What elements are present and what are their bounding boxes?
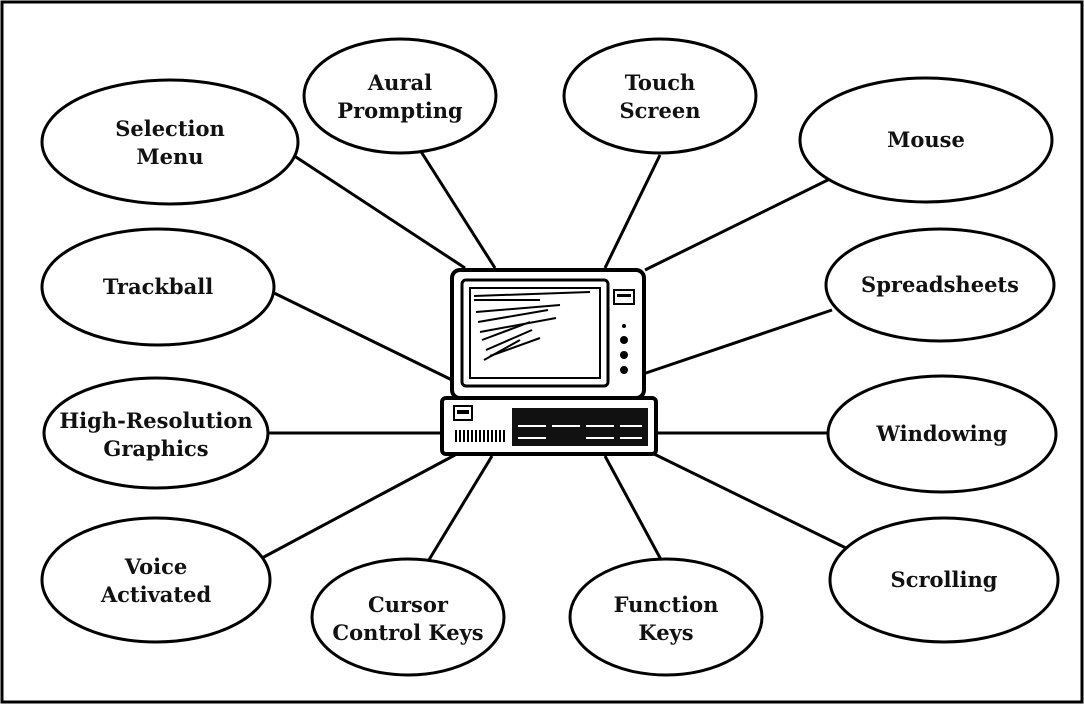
label-touch-screen-line2: Screen	[619, 98, 700, 123]
label-voice-activated-line2: Activated	[100, 582, 212, 607]
connector-spreadsheets	[639, 308, 833, 377]
label-windowing: Windowing	[875, 421, 1007, 446]
ellipse-selection-menu	[40, 78, 300, 206]
label-selection-menu-line2: Menu	[136, 144, 203, 169]
label-high-resolution-graphics-line1: High-Resolution	[59, 408, 252, 433]
ellipse-function-keys	[568, 557, 764, 677]
label-spreadsheets: Spreadsheets	[861, 272, 1019, 297]
ellipse-scrolling	[828, 516, 1060, 644]
ellipse-mouse	[798, 76, 1054, 204]
connector-trackball	[271, 290, 453, 382]
connector-mouse	[644, 168, 849, 272]
node-ellipses	[40, 37, 1060, 677]
label-cursor-control-keys-line1: Cursor	[368, 592, 449, 617]
label-voice-activated-line1: Voice	[124, 554, 188, 579]
label-trackball: Trackball	[103, 274, 213, 299]
label-aural-prompting-line1: Aural	[367, 70, 432, 95]
ellipse-high-resolution-graphics	[42, 376, 270, 490]
ellipse-aural-prompting	[302, 37, 498, 155]
connector-aural-prompting	[418, 149, 497, 269]
label-mouse: Mouse	[887, 127, 965, 152]
node-labels: Selection Menu Aural Prompting Touch Scr…	[59, 70, 1019, 645]
connector-scrolling	[649, 450, 851, 552]
label-cursor-control-keys-line2: Control Keys	[332, 620, 483, 645]
ellipse-windowing	[826, 374, 1058, 494]
connector-touch-screen	[603, 154, 662, 269]
ellipse-spreadsheets	[824, 227, 1056, 343]
connector-cursor-control-keys	[422, 455, 494, 569]
label-aural-prompting-line2: Prompting	[337, 98, 463, 123]
label-selection-menu-line1: Selection	[115, 116, 225, 141]
ellipse-voice-activated	[40, 516, 272, 644]
ellipse-cursor-control-keys	[310, 557, 506, 677]
label-function-keys-line1: Function	[614, 592, 719, 617]
label-touch-screen-line1: Touch	[625, 70, 696, 95]
label-high-resolution-graphics-line2: Graphics	[103, 436, 208, 461]
connector-lines	[261, 138, 851, 581]
ellipse-trackball	[40, 227, 276, 347]
desktop-computer-icon	[440, 268, 658, 456]
label-function-keys-line2: Keys	[638, 620, 693, 645]
label-scrolling: Scrolling	[891, 567, 998, 592]
connector-selection-menu	[269, 138, 466, 270]
connector-voice-activated	[261, 453, 456, 560]
ellipse-touch-screen	[562, 37, 758, 155]
